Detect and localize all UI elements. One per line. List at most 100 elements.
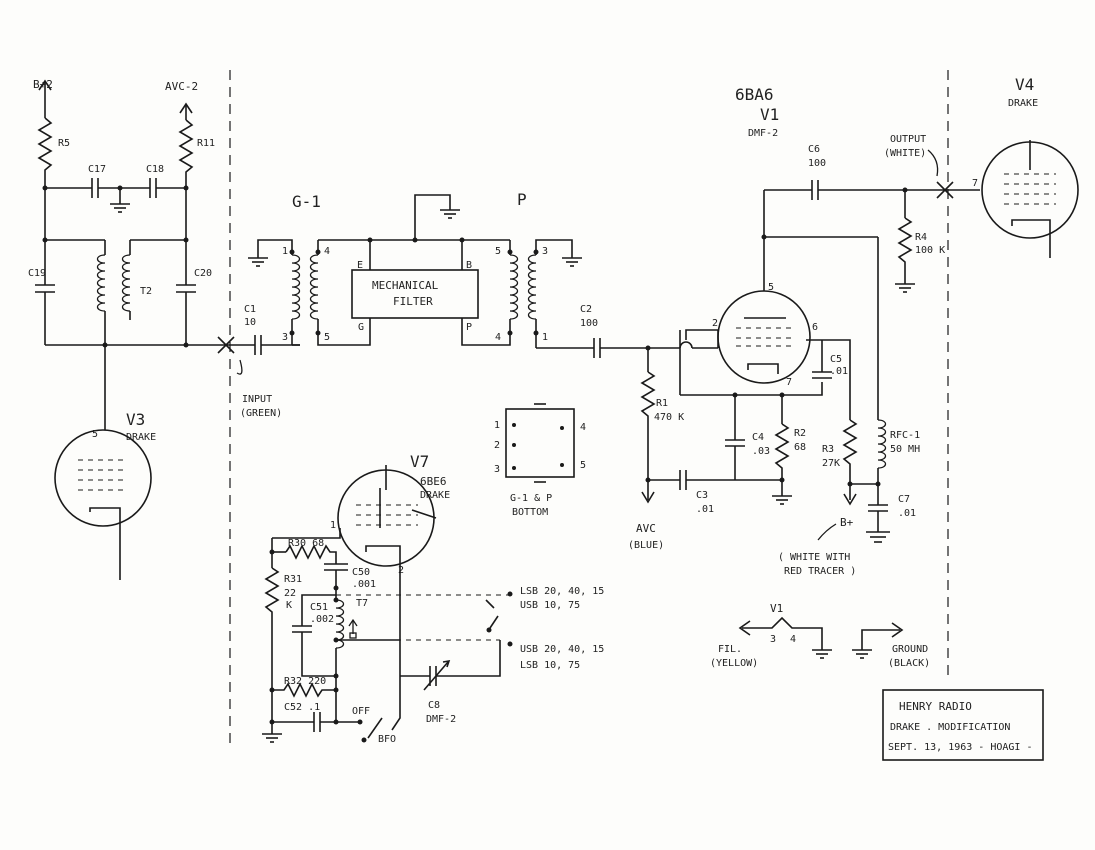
- r32-resistor-icon: [272, 682, 336, 698]
- rfc1-value: 50 MH: [890, 444, 920, 455]
- r3-label: R3: [822, 444, 834, 455]
- r4-value: 100 K: [915, 245, 945, 256]
- input-color-label: (GREEN): [240, 408, 282, 419]
- r2-resistor-icon: [774, 423, 790, 496]
- output-label: OUTPUT: [890, 134, 926, 145]
- title-line-3: SEPT. 13, 1963 - HOAGI -: [888, 742, 1033, 753]
- v3-tube-icon: [54, 429, 152, 580]
- tube-6ba6-label: 6BA6: [735, 85, 774, 104]
- fil-pin4-label: 4: [790, 634, 796, 645]
- g1-label: G-1: [292, 192, 321, 211]
- ground-icon-r2: [772, 495, 792, 505]
- c3-label: C3: [696, 490, 708, 501]
- p-pin1-label: 1: [542, 332, 548, 343]
- r3-resistor-icon: [842, 419, 858, 500]
- c8-dmf2-label: DMF-2: [426, 714, 456, 725]
- c6-label: C6: [808, 144, 820, 155]
- avc-arrow-icon: [641, 491, 655, 504]
- c18-label: C18: [146, 164, 164, 175]
- b-plus-pointer-icon: [817, 523, 837, 541]
- bottom-pin1-label: 1: [494, 420, 500, 431]
- p-pin5-label: 5: [495, 246, 501, 257]
- v1-pin6-label: 6: [812, 322, 818, 333]
- c50-label: C50: [352, 567, 370, 578]
- ground-icon-p: [562, 257, 582, 267]
- g1-pin5-label: 5: [324, 332, 330, 343]
- r31-resistor-icon: [264, 567, 280, 690]
- ground-color-label: (BLACK): [888, 658, 930, 669]
- v1-pin5-label: 5: [768, 282, 774, 293]
- r3-value: 27K: [822, 458, 840, 469]
- white-with-label: ( WHITE WITH: [778, 552, 850, 563]
- c1-value: 10: [244, 317, 256, 328]
- sideband-2b-label: LSB 10, 75: [520, 660, 580, 671]
- c8-label: C8: [428, 700, 440, 711]
- input-arrow-icon: [236, 359, 243, 375]
- bottom-pin5-label: 5: [580, 460, 586, 471]
- r30-resistor-icon: [285, 544, 337, 564]
- r1-label: R1: [656, 398, 668, 409]
- fil-label: FIL.: [718, 644, 742, 655]
- c3-value: .01: [696, 504, 714, 515]
- v7-tube-icon: [337, 465, 437, 567]
- c51-label: C51: [310, 602, 328, 613]
- title-block: [882, 689, 1044, 761]
- c6-value: 100: [808, 158, 826, 169]
- v4-tube-icon: [981, 140, 1079, 258]
- tube-6beg-label: 6BE6: [420, 475, 447, 488]
- v3-drake-label: DRAKE: [126, 432, 156, 443]
- slug-adjust-icon: [348, 618, 358, 639]
- r11-label: R11: [197, 138, 215, 149]
- t2-secondary-coil-icon: [121, 254, 131, 312]
- r30-label: R30 68: [288, 538, 324, 549]
- v7-pin1-label: 1: [330, 520, 336, 531]
- r2-label: R2: [794, 428, 806, 439]
- mechanical-filter-block: [351, 269, 479, 319]
- ground-icon-bfo: [262, 733, 282, 743]
- r31-k-label: K: [286, 600, 292, 611]
- b-plus-2-arrow-icon: [38, 79, 52, 118]
- output-cut-icon: [936, 181, 954, 199]
- v1-filament-label: V1: [770, 602, 783, 615]
- avc-2-arrow-icon: [179, 102, 193, 120]
- c51-value: .002: [310, 614, 334, 625]
- v3-label: V3: [126, 410, 145, 429]
- title-line-2: DRAKE . MODIFICATION: [890, 722, 1010, 733]
- bfo-switch-icon: [367, 717, 383, 739]
- filter-p-label: P: [466, 322, 472, 333]
- c5-label: C5: [830, 354, 842, 365]
- ground-icon-c7: [866, 531, 890, 543]
- r1-resistor-icon: [640, 371, 656, 500]
- g1-pin1-label: 1: [282, 246, 288, 257]
- r5-label: R5: [58, 138, 70, 149]
- t2-primary-coil-icon: [96, 254, 106, 312]
- fil-pin3-label: 3: [770, 634, 776, 645]
- v1-tube-icon: [717, 290, 811, 384]
- input-cut-icon: [217, 336, 235, 354]
- g1-p-bottom-view-icon: [505, 408, 575, 478]
- v7-drake-label: DRAKE: [420, 490, 450, 501]
- ground-icon-c17: [110, 203, 130, 213]
- v7-pin2-label: 2: [398, 565, 404, 576]
- mechanical-filter-label-2: FILTER: [393, 295, 433, 308]
- v4-drake-label: DRAKE: [1008, 98, 1038, 109]
- g1-p-bottom-label: BOTTOM: [512, 507, 548, 518]
- c4-value: .03: [752, 446, 770, 457]
- c2-value: 100: [580, 318, 598, 329]
- c19-label: C19: [28, 268, 46, 279]
- r5-resistor-icon: [37, 117, 53, 188]
- b-plus-arrow-icon: [843, 493, 857, 506]
- ground-icon-fil: [812, 649, 832, 659]
- c7-label: C7: [898, 494, 910, 505]
- filter-b-label: B: [466, 260, 472, 271]
- t2-label: T2: [140, 286, 152, 297]
- avc-label: AVC: [636, 522, 656, 535]
- g1-secondary-coil-icon: [309, 254, 319, 320]
- avc-color-label: (BLUE): [628, 540, 664, 551]
- rfc1-coil-icon: [877, 419, 887, 469]
- fil-arrow-icon: [738, 620, 751, 636]
- v1-label: V1: [760, 105, 779, 124]
- v4-pin7-label: 7: [972, 178, 978, 189]
